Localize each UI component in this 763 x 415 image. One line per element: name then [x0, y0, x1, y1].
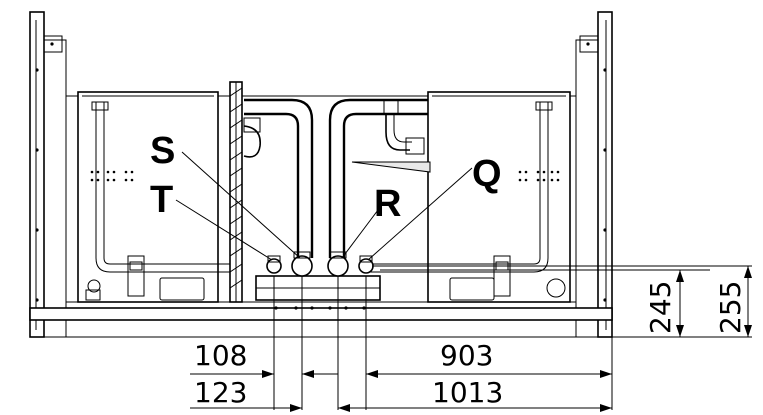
dim-108: 108: [194, 339, 247, 372]
leader-t: [175, 199, 273, 261]
leader-s: [181, 151, 301, 259]
leader-r: [341, 209, 379, 259]
dim-1013: 1013: [432, 376, 503, 409]
dimension-lines: [190, 266, 752, 412]
callout-s: S: [150, 130, 175, 172]
callout-t: T: [150, 179, 173, 221]
left-unit: [77, 91, 232, 303]
dim-903: 903: [440, 339, 493, 372]
callout-r: R: [374, 183, 401, 225]
dim-255: 255: [714, 281, 747, 334]
leader-lines: [175, 151, 473, 261]
dim-123: 123: [194, 376, 247, 409]
dim-245: 245: [644, 281, 677, 334]
extension-lines: [273, 265, 752, 410]
frame: [29, 11, 613, 338]
right-unit: [370, 91, 571, 303]
leader-q: [367, 167, 473, 261]
center-piping: [229, 81, 431, 310]
callout-q: Q: [472, 153, 502, 195]
